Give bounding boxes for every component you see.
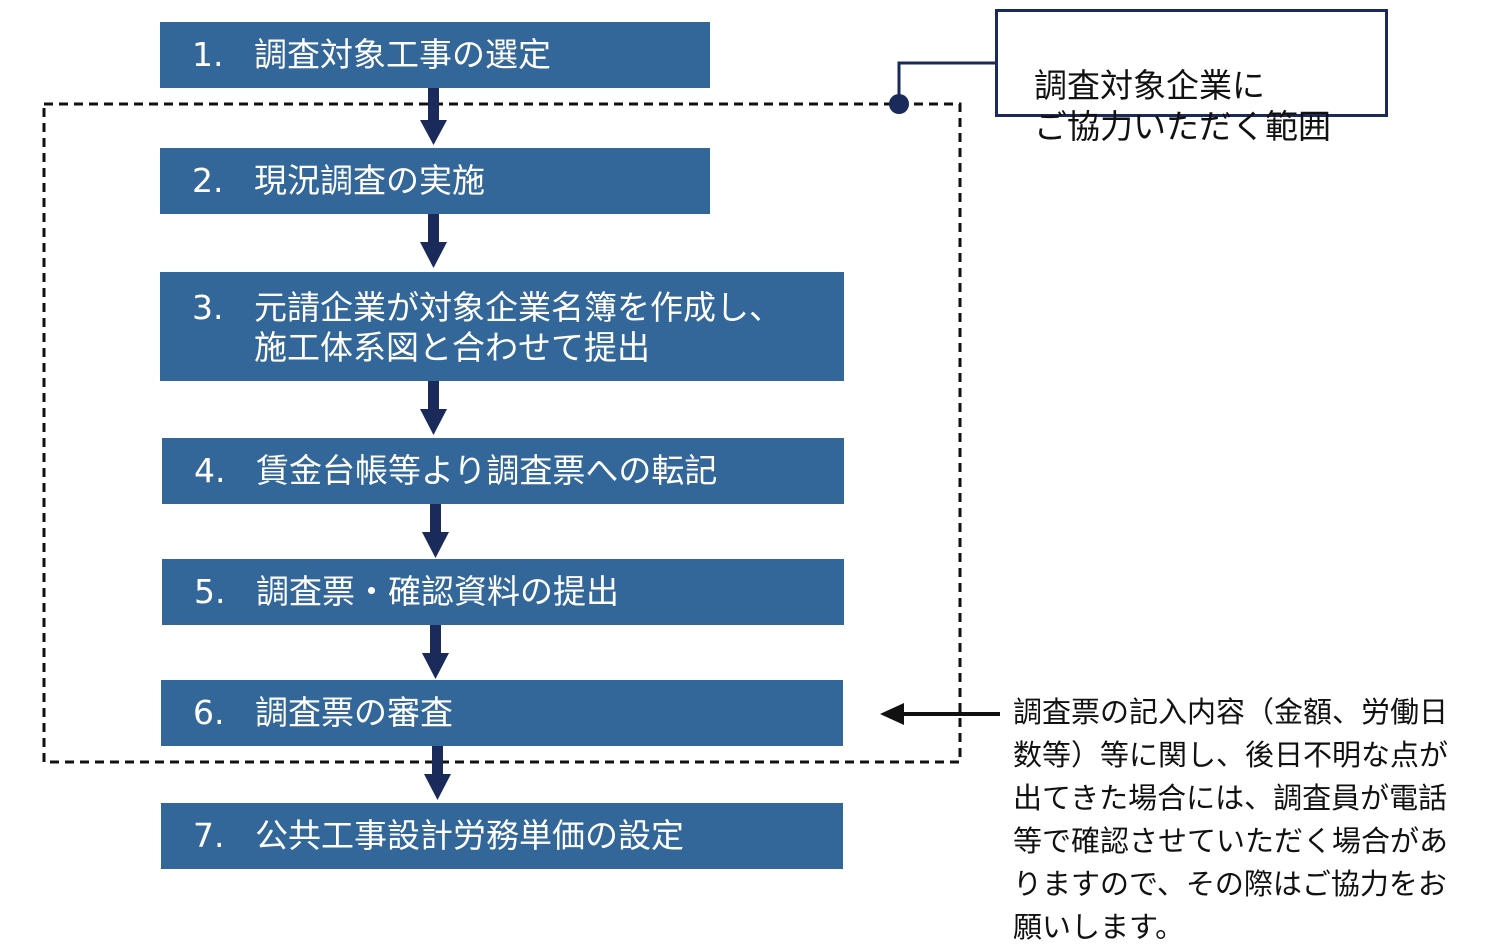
arrow-4-5 bbox=[422, 504, 449, 558]
arrow-6-7 bbox=[424, 746, 451, 800]
legend-leader-line bbox=[897, 61, 995, 104]
step-7-box: 7. 公共工事設計労務単価の設定 bbox=[161, 803, 843, 869]
step-6-box: 6. 調査票の審査 bbox=[161, 680, 843, 746]
step-1-label: 調査対象工事の選定 bbox=[254, 35, 551, 74]
follow-up-note-text: 調査票の記入内容（金額、労働日 数等）等に関し、後日不明な点が 出てきた場合には… bbox=[1013, 695, 1449, 944]
step-2-number: 2. bbox=[192, 161, 224, 200]
step-6-label: 調査票の審査 bbox=[255, 693, 453, 732]
arrow-1-2 bbox=[420, 88, 447, 145]
step-3-box: 3. 元請企業が対象企業名簿を作成し、 施工体系図と合わせて提出 bbox=[160, 272, 844, 381]
connector-layer bbox=[42, 61, 1000, 800]
flowchart-diagram: 1. 調査対象工事の選定 2. 現況調査の実施 3. 元請企業が対象企業名簿を作… bbox=[42, 9, 1448, 944]
scope-legend-text: 調査対象企業に ご協力いただく範囲 bbox=[1034, 66, 1331, 146]
arrow-2-3 bbox=[420, 214, 447, 268]
step-6-number: 6. bbox=[193, 693, 225, 732]
legend-leader-dot bbox=[889, 94, 909, 114]
step-3-label: 元請企業が対象企業名簿を作成し、 施工体系図と合わせて提出 bbox=[254, 288, 782, 367]
step-3-number: 3. bbox=[192, 288, 224, 327]
note-arrow bbox=[880, 703, 1000, 725]
step-2-label: 現況調査の実施 bbox=[254, 161, 485, 200]
step-1-box: 1. 調査対象工事の選定 bbox=[160, 22, 710, 88]
step-5-label: 調査票・確認資料の提出 bbox=[256, 572, 619, 611]
step-4-label: 賃金台帳等より調査票への転記 bbox=[256, 451, 718, 490]
arrow-3-4 bbox=[420, 381, 447, 435]
scope-legend-box: 調査対象企業に ご協力いただく範囲 bbox=[995, 9, 1388, 146]
follow-up-note: 調査票の記入内容（金額、労働日 数等）等に関し、後日不明な点が 出てきた場合には… bbox=[1013, 648, 1483, 949]
step-4-box: 4. 賃金台帳等より調査票への転記 bbox=[162, 438, 844, 504]
step-7-label: 公共工事設計労務単価の設定 bbox=[255, 816, 684, 855]
cooperation-scope-frame bbox=[42, 102, 962, 764]
step-4-number: 4. bbox=[194, 451, 226, 490]
step-1-number: 1. bbox=[192, 35, 224, 74]
step-5-box: 5. 調査票・確認資料の提出 bbox=[162, 559, 844, 625]
arrow-5-6 bbox=[422, 625, 449, 679]
step-7-number: 7. bbox=[193, 816, 225, 855]
step-2-box: 2. 現況調査の実施 bbox=[160, 148, 710, 214]
step-5-number: 5. bbox=[194, 572, 226, 611]
